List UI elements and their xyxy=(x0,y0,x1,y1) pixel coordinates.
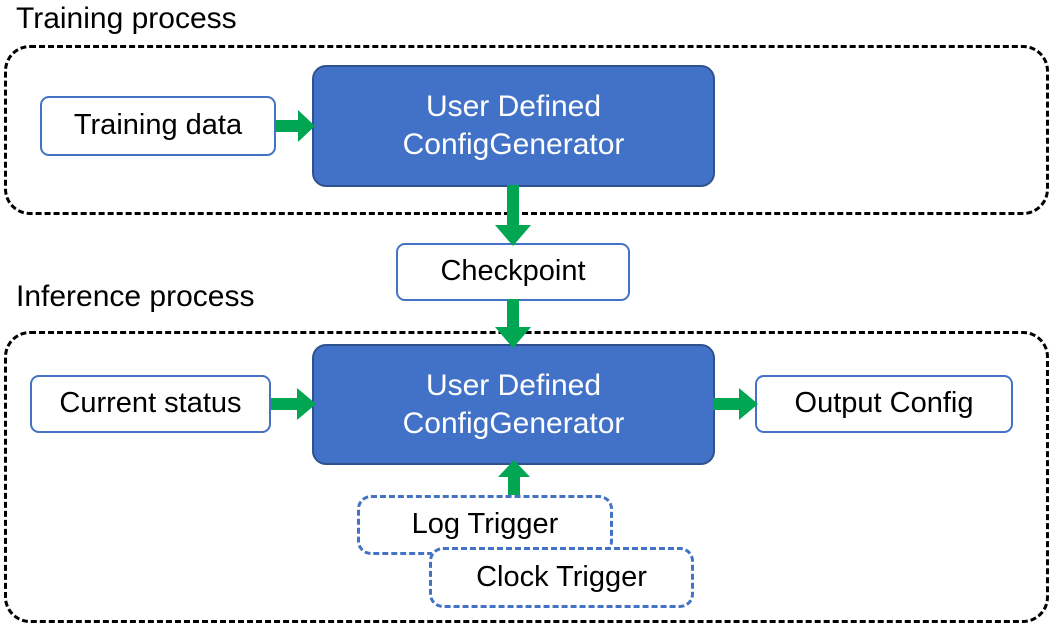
node-generator-training-line2: ConfigGenerator xyxy=(402,128,625,161)
node-generator-inference-line2: ConfigGenerator xyxy=(402,406,625,440)
node-current-status-label: Current status xyxy=(59,387,242,420)
node-checkpoint-label: Checkpoint xyxy=(440,255,586,288)
node-current-status[interactable]: Current status xyxy=(30,375,271,433)
node-output-config[interactable]: Output Config xyxy=(755,375,1013,433)
inference-process-title: Inference process xyxy=(16,280,255,313)
node-user-defined-configgenerator-inference[interactable]: User Defined ConfigGenerator xyxy=(312,344,715,465)
node-generator-inference-line1: User Defined xyxy=(425,368,602,402)
node-training-data[interactable]: Training data xyxy=(40,96,276,156)
node-generator-training-line1: User Defined xyxy=(425,90,602,123)
node-clock-trigger[interactable]: Clock Trigger xyxy=(429,547,694,608)
node-log-trigger[interactable]: Log Trigger xyxy=(357,495,613,555)
node-checkpoint[interactable]: Checkpoint xyxy=(396,243,630,301)
node-log-trigger-label: Log Trigger xyxy=(411,508,559,541)
node-output-config-label: Output Config xyxy=(794,387,974,420)
node-clock-trigger-label: Clock Trigger xyxy=(476,560,647,593)
node-training-data-label: Training data xyxy=(73,109,243,142)
node-user-defined-configgenerator-training[interactable]: User Defined ConfigGenerator xyxy=(312,65,715,187)
training-process-title: Training process xyxy=(16,2,237,35)
